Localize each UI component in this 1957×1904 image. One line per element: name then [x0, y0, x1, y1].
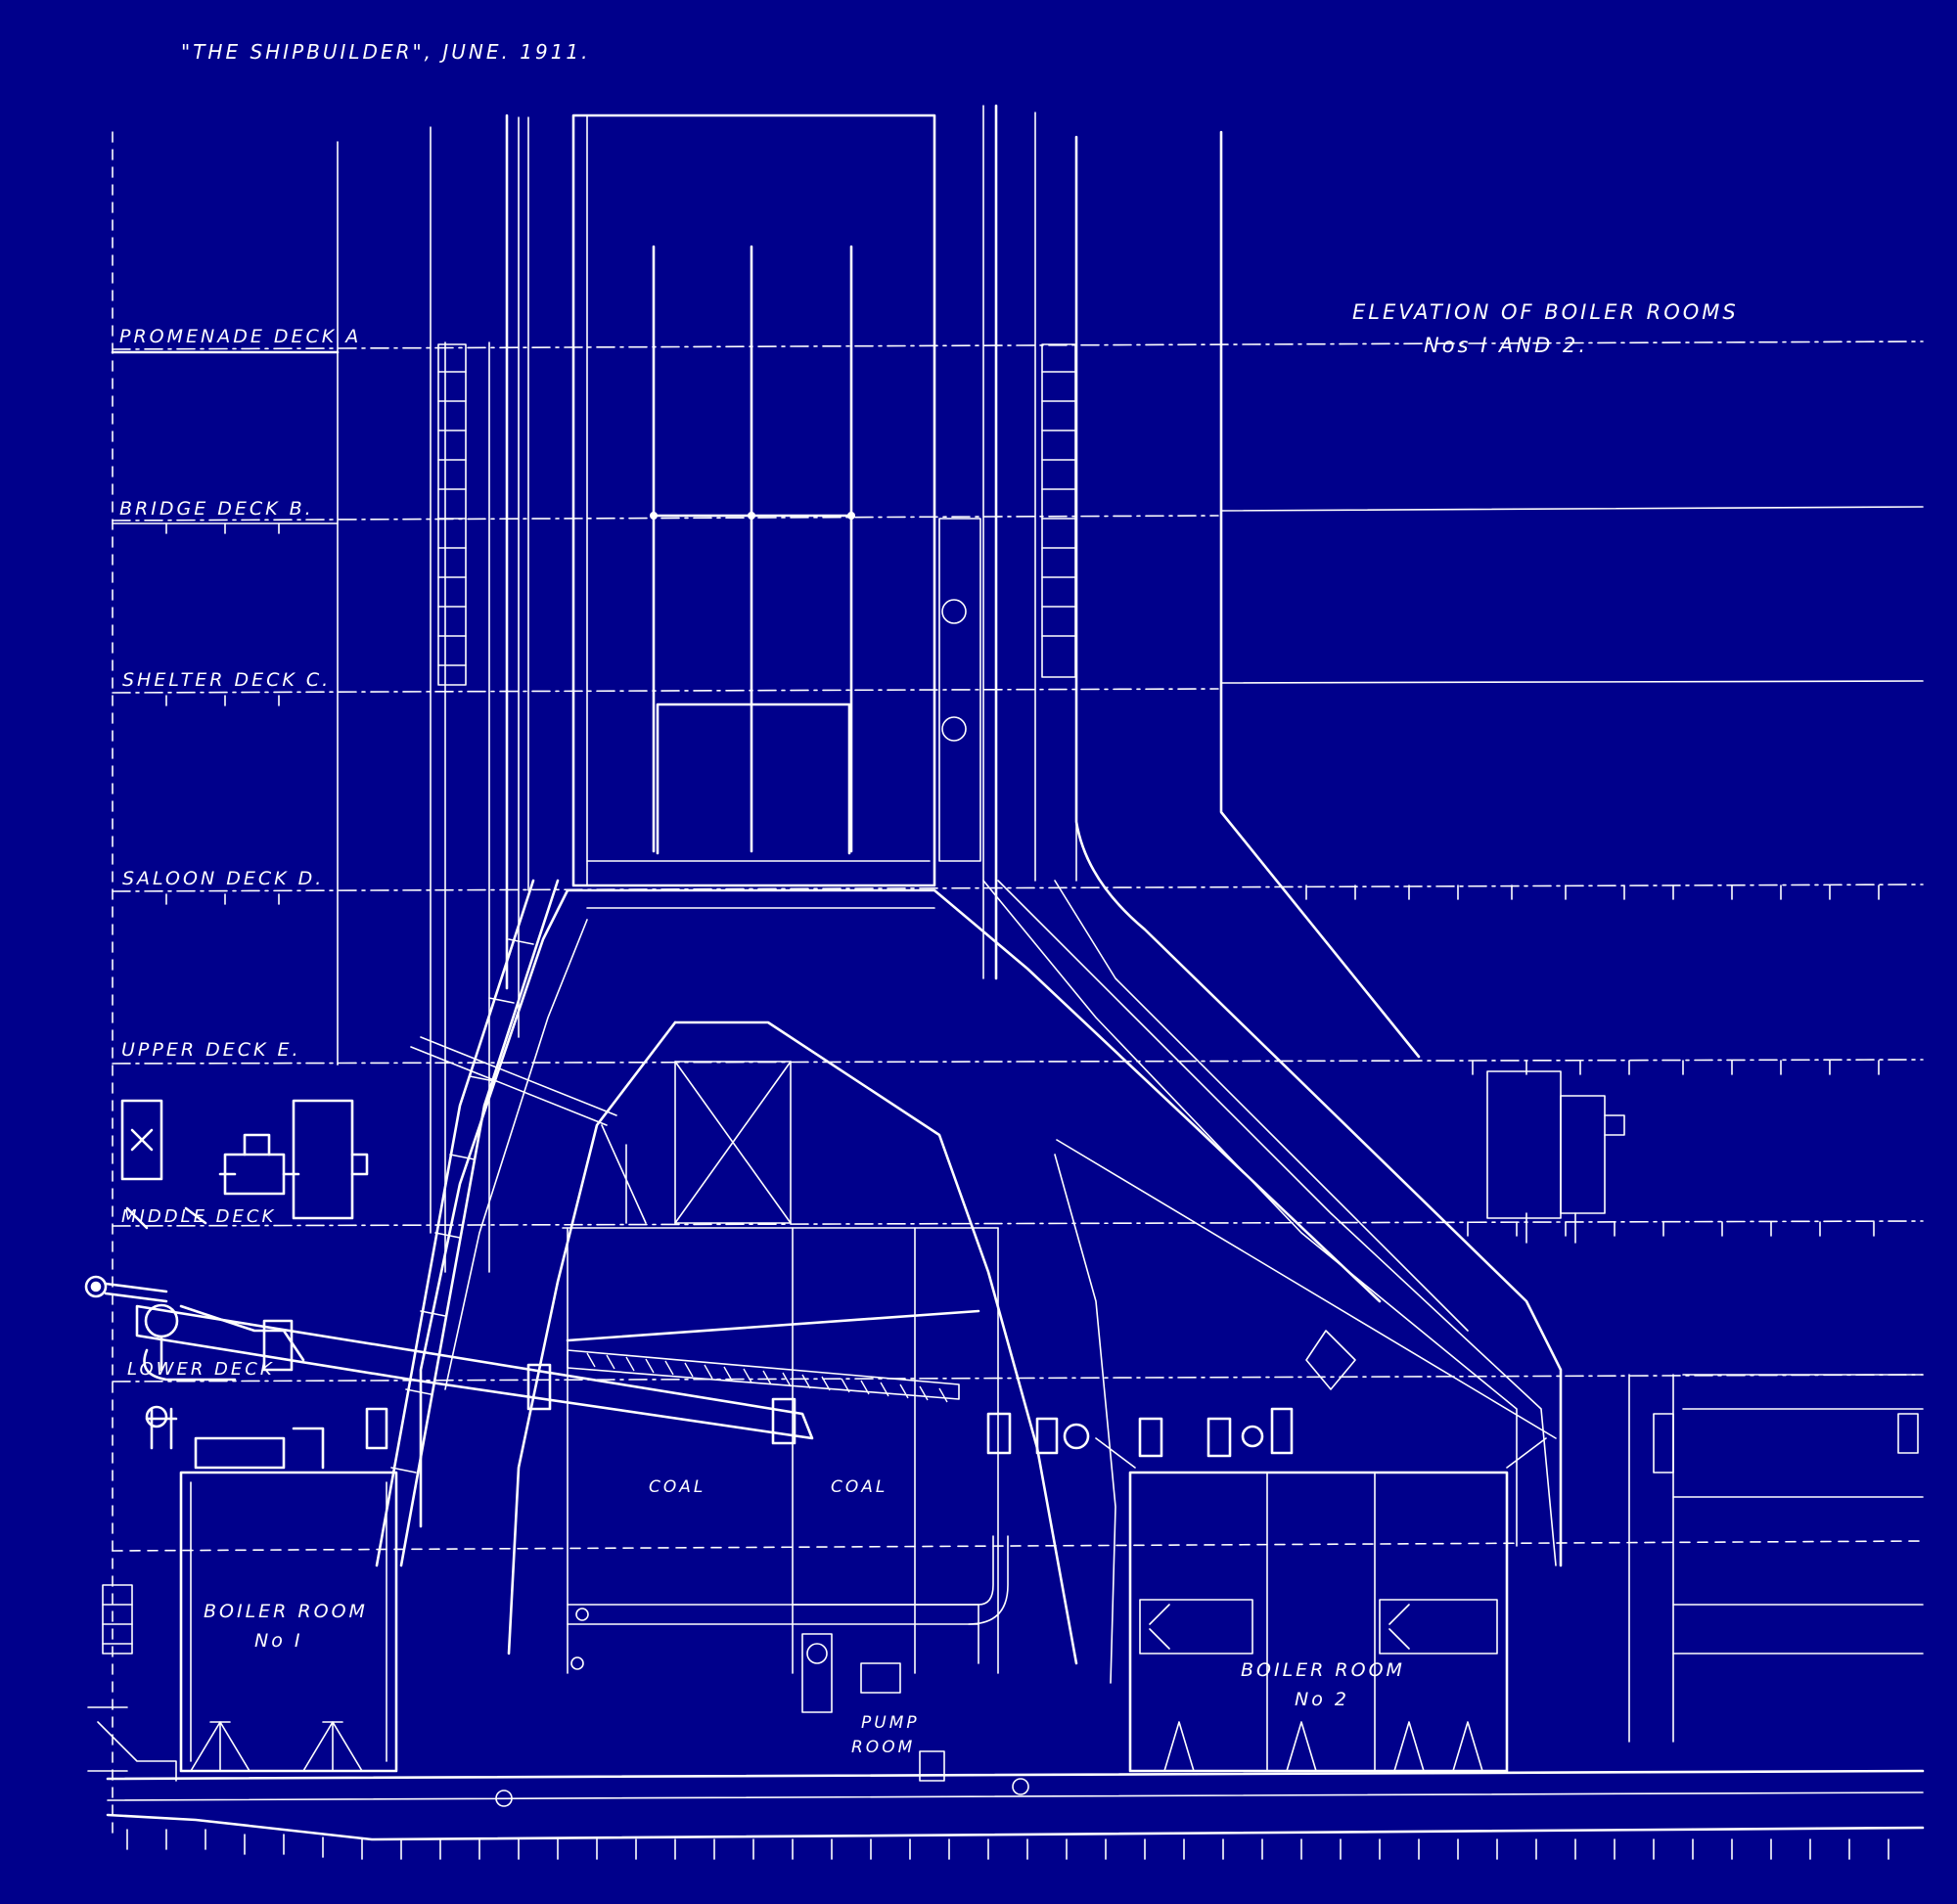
- deck-line-orlop: [112, 1540, 1924, 1552]
- deck-line-middle: [112, 1220, 1924, 1227]
- hull-frame-verticals: [112, 126, 490, 1840]
- title-line-1: ELEVATION OF BOILER ROOMS: [1352, 300, 1739, 324]
- right-uptake: [1054, 130, 1924, 1567]
- uptake-casing: [505, 104, 1077, 1038]
- pump-room: PUMP ROOM: [792, 1604, 979, 1782]
- boiler-room-1: BOILER ROOM No I: [102, 1471, 398, 1773]
- boiler-room-2: BOILER ROOM No 2: [1095, 1437, 1547, 1773]
- deck-labels: PROMENADE DECK A BRIDGE DECK B. SHELTER …: [119, 326, 361, 1380]
- deck-label-upper: UPPER DECK E.: [121, 1039, 301, 1061]
- deck-line-shelter: [112, 688, 1219, 694]
- deck-line-promenade: [112, 340, 1924, 350]
- coal-label-2: COAL: [831, 1477, 887, 1497]
- deck-label-promenade: PROMENADE DECK A: [119, 326, 361, 347]
- double-bottom: [87, 1706, 1925, 1860]
- pump-room-label-2: ROOM: [851, 1738, 915, 1757]
- deck-line-saloon: [112, 884, 1924, 892]
- deck-line-upper: [112, 1059, 1924, 1065]
- deck-line-bridge: [112, 515, 1219, 521]
- deck-label-saloon: SALOON DECK D.: [122, 868, 324, 889]
- deck-label-lower: LOWER DECK: [127, 1359, 275, 1380]
- deck-label-bridge: BRIDGE DECK B.: [119, 498, 314, 520]
- boiler-room-2-number: No 2: [1295, 1689, 1349, 1710]
- feed-pipe-run: [567, 1535, 1009, 1670]
- coal-compartments: COAL COAL: [649, 1477, 887, 1497]
- steering-gear-machinery: [84, 1099, 369, 1470]
- pump-room-label-1: PUMP: [861, 1713, 920, 1733]
- boiler-room-1-number: No I: [254, 1630, 302, 1652]
- boiler-room-1-label: BOILER ROOM: [204, 1601, 368, 1622]
- pipe-hatching: [586, 1352, 948, 1403]
- sloped-pipe: [135, 879, 960, 1567]
- deck-label-shelter: SHELTER DECK C.: [122, 669, 331, 691]
- boiler-room-2-label: BOILER ROOM: [1241, 1659, 1405, 1681]
- drawing-title: ELEVATION OF BOILER ROOMS Nos I AND 2.: [1352, 300, 1739, 357]
- coal-label-1: COAL: [649, 1477, 705, 1497]
- title-line-2: Nos I AND 2.: [1424, 334, 1588, 357]
- deck-lines: [111, 340, 1924, 1552]
- right-deck-equipment: [1305, 1070, 1924, 1743]
- uptake-taper: [419, 880, 1557, 1566]
- coal-bunker-structure: [507, 1020, 1116, 1684]
- left-ladder: [437, 343, 467, 686]
- deck-beam-ticks: [165, 522, 1880, 1237]
- valve-fittings: [365, 1363, 1294, 1458]
- source-caption: "THE SHIPBUILDER", JUNE. 1911.: [181, 40, 591, 64]
